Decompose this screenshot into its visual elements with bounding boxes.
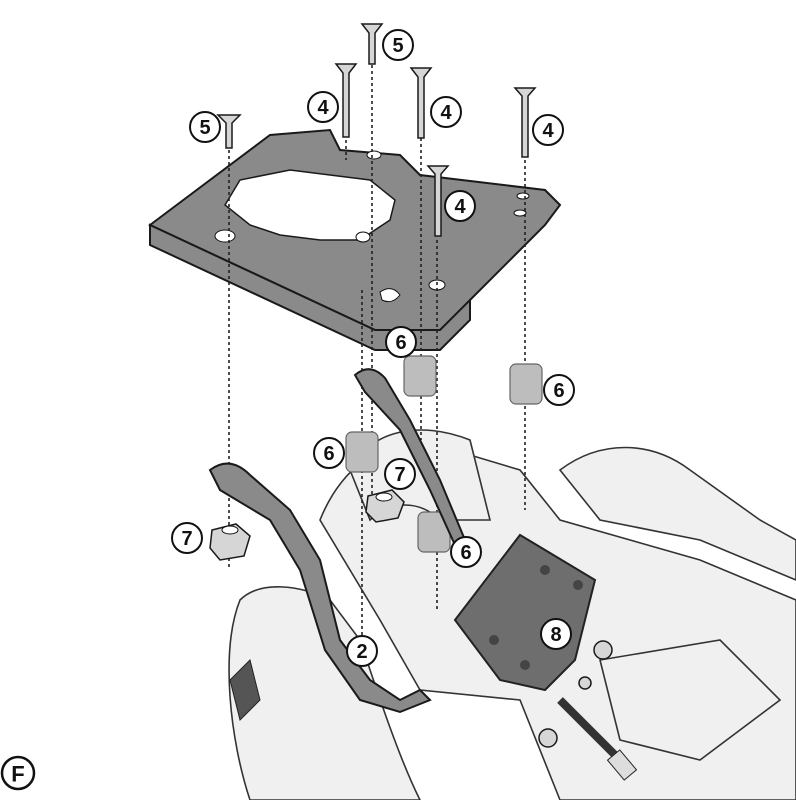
callout-2: 2 <box>346 635 378 667</box>
svg-text:2: 2 <box>356 641 367 663</box>
callout-7-b: 7 <box>171 522 203 554</box>
part-8-bracket <box>453 533 638 781</box>
svg-text:F: F <box>11 762 24 787</box>
callout-8: 8 <box>540 618 572 650</box>
svg-text:4: 4 <box>440 102 452 124</box>
svg-text:7: 7 <box>181 528 192 550</box>
screw-4-a <box>334 63 358 138</box>
callout-6-a: 6 <box>385 326 417 358</box>
svg-text:6: 6 <box>323 443 334 465</box>
svg-text:6: 6 <box>395 332 406 354</box>
svg-text:7: 7 <box>394 464 405 486</box>
spacers <box>345 355 543 553</box>
svg-text:4: 4 <box>454 196 466 218</box>
side-brackets <box>208 368 467 714</box>
svg-text:5: 5 <box>199 117 210 139</box>
nuts <box>209 489 405 561</box>
screw-4-d <box>426 165 450 237</box>
callout-4-a: 4 <box>307 91 339 123</box>
callout-4-d: 4 <box>444 190 476 222</box>
svg-text:4: 4 <box>542 120 554 142</box>
callout-5-left: 5 <box>189 111 221 143</box>
svg-text:6: 6 <box>553 380 564 402</box>
svg-text:4: 4 <box>317 97 329 119</box>
callout-5-top: 5 <box>382 29 414 61</box>
callout-7-a: 7 <box>384 458 416 490</box>
svg-text:8: 8 <box>550 624 561 646</box>
callout-4-c: 4 <box>532 114 564 146</box>
screw-4-b <box>409 67 433 139</box>
callout-6-b: 6 <box>543 374 575 406</box>
svg-text:5: 5 <box>392 35 403 57</box>
screw-4-c <box>513 87 537 158</box>
callout-6-c: 6 <box>313 437 345 469</box>
screws <box>216 23 537 237</box>
callout-4-b: 4 <box>430 96 462 128</box>
callout-6-d: 6 <box>450 536 482 568</box>
screw-5-top <box>360 23 384 65</box>
callouts: 5 5 4 4 4 4 6 6 6 6 7 7 2 8 F <box>0 29 575 791</box>
screw-5-left <box>216 114 242 149</box>
top-rack-plate <box>148 128 562 351</box>
step-label-f: F <box>0 755 36 791</box>
svg-text:6: 6 <box>460 542 471 564</box>
